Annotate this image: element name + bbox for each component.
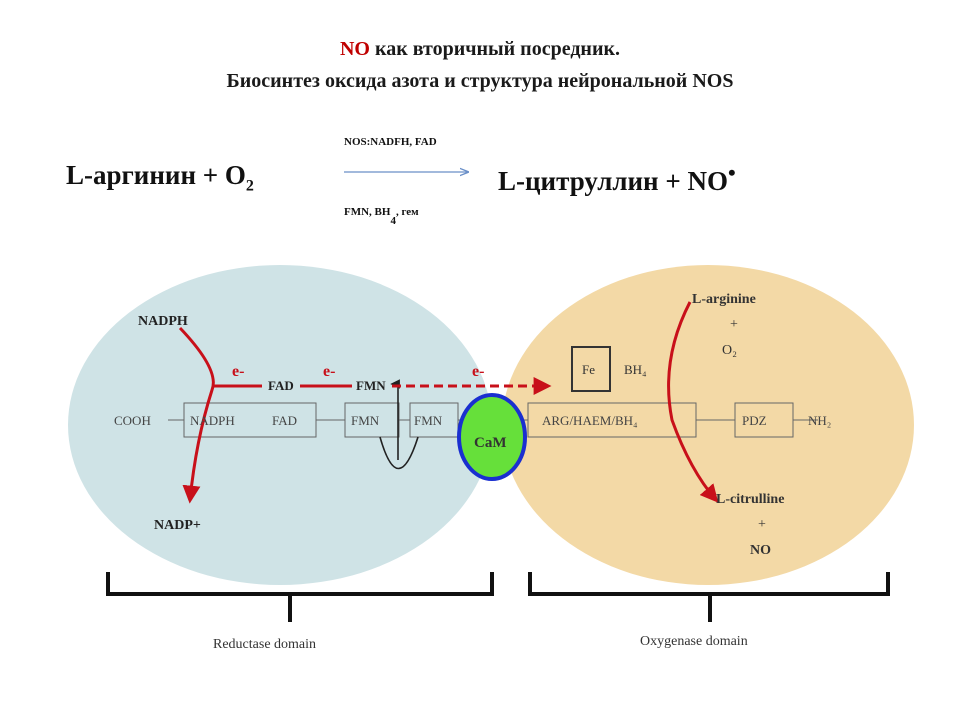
reductase-bracket bbox=[106, 572, 494, 596]
label-cam: CaM bbox=[474, 435, 507, 451]
product-text: L-цитруллин + NO bbox=[498, 166, 728, 196]
slide-title-line1: NO как вторичный посредник. bbox=[0, 38, 960, 61]
nadph-arrow bbox=[178, 326, 215, 504]
label-reductase-domain: Reductase domain bbox=[213, 637, 316, 652]
cofactors-bottom: FMN, BH4, гем bbox=[344, 206, 419, 228]
label-nadph-top: NADPH bbox=[138, 314, 188, 329]
title-line1-text: как вторичный посредник. bbox=[369, 38, 621, 60]
cofactors-top: NOS:NADFH, FAD bbox=[344, 136, 437, 148]
label-box-nadph: NADPH bbox=[190, 413, 235, 428]
label-e3: e- bbox=[472, 363, 484, 380]
arginine-citrulline-arrow bbox=[667, 301, 719, 503]
box-fmn1 bbox=[344, 402, 400, 438]
label-arg-haem: ARG/HAEM/BH₄ bbox=[542, 413, 638, 428]
label-bh4: BH₄ bbox=[624, 362, 647, 377]
label-cooh: COOH bbox=[114, 413, 151, 428]
cam-ellipse bbox=[457, 393, 527, 481]
label-fmn-top: FMN bbox=[356, 378, 386, 393]
label-box-fmn1: FMN bbox=[351, 413, 380, 428]
substrate-text: L-аргинин + O bbox=[66, 160, 246, 190]
radical-dot: • bbox=[728, 160, 736, 185]
label-o2: O₂ bbox=[722, 343, 737, 358]
label-l-arginine: L-arginine bbox=[692, 292, 756, 307]
label-box-fmn2: FMN bbox=[414, 413, 443, 428]
label-l-citrulline: L-citrulline bbox=[716, 492, 784, 507]
oxygenase-domain-ellipse bbox=[502, 265, 914, 585]
label-nh2: NH₂ bbox=[808, 413, 831, 428]
label-nadp-plus: NADP+ bbox=[154, 518, 201, 533]
title-no: NO bbox=[339, 38, 370, 60]
label-fad-top: FAD bbox=[268, 378, 294, 393]
equation-substrate: L-аргинин + O2 bbox=[66, 160, 254, 195]
label-plus-1: + bbox=[730, 317, 738, 332]
label-plus-2: + bbox=[758, 517, 766, 532]
box-arg-haem bbox=[527, 402, 697, 438]
equation-product: L-цитруллин + NO• bbox=[498, 160, 736, 197]
label-e2: e- bbox=[323, 363, 335, 380]
box-fmn2 bbox=[409, 402, 459, 438]
box-pdz bbox=[734, 402, 794, 438]
label-box-fad: FAD bbox=[272, 413, 297, 428]
box-fe bbox=[571, 346, 611, 392]
o2-subscript: 2 bbox=[245, 177, 254, 195]
fmn-swing-loop bbox=[379, 436, 419, 470]
slide-title-line2: Биосинтез оксида азота и структура нейро… bbox=[226, 70, 734, 92]
label-e1: e- bbox=[232, 363, 244, 380]
label-fe: Fe bbox=[582, 362, 595, 377]
label-oxygenase-domain: Oxygenase domain bbox=[640, 634, 748, 649]
label-no: NO bbox=[750, 543, 771, 558]
box-nadph-fad bbox=[183, 402, 317, 438]
label-pdz: PDZ bbox=[742, 413, 767, 428]
